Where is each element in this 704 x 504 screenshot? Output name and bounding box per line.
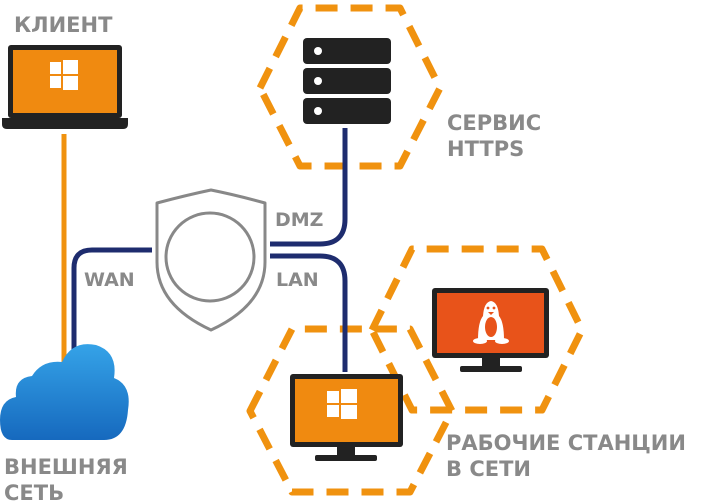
external-network-label-line2: СЕТЬ [4, 481, 64, 504]
server-rack-icon [303, 38, 391, 124]
workstations-label-line1: РАБОЧИЕ СТАНЦИИ [446, 431, 686, 455]
windows-logo-icon [327, 389, 357, 419]
dmz-link [270, 128, 348, 247]
https-service-label-line2: HTTPS [447, 137, 524, 161]
monitor-windows-icon [290, 374, 403, 461]
laptop-windows-icon [2, 45, 128, 129]
dmz-zone-hexagon [256, 4, 444, 170]
https-service-label-line1: СЕРВИС [447, 111, 541, 135]
workstations-label-line2: В СЕТИ [446, 457, 531, 481]
external-network-label-line1: ВНЕШНЯЯ [4, 455, 128, 479]
monitor-linux-icon [432, 288, 549, 372]
wan-link [71, 247, 152, 365]
cloud-icon [0, 344, 129, 440]
connections [61, 128, 348, 372]
lan-label: LAN [276, 269, 319, 291]
client-label: КЛИЕНТ [14, 13, 113, 37]
linux-workstation-hexagon [368, 245, 586, 414]
tux-penguin-icon [473, 301, 509, 344]
lan-link [270, 253, 348, 372]
shield-firewall-icon [155, 188, 267, 332]
dmz-label: DMZ [275, 209, 323, 231]
wan-label: WAN [84, 269, 135, 291]
windows-logo-icon [50, 60, 78, 90]
windows-workstation-hexagon [246, 325, 456, 496]
